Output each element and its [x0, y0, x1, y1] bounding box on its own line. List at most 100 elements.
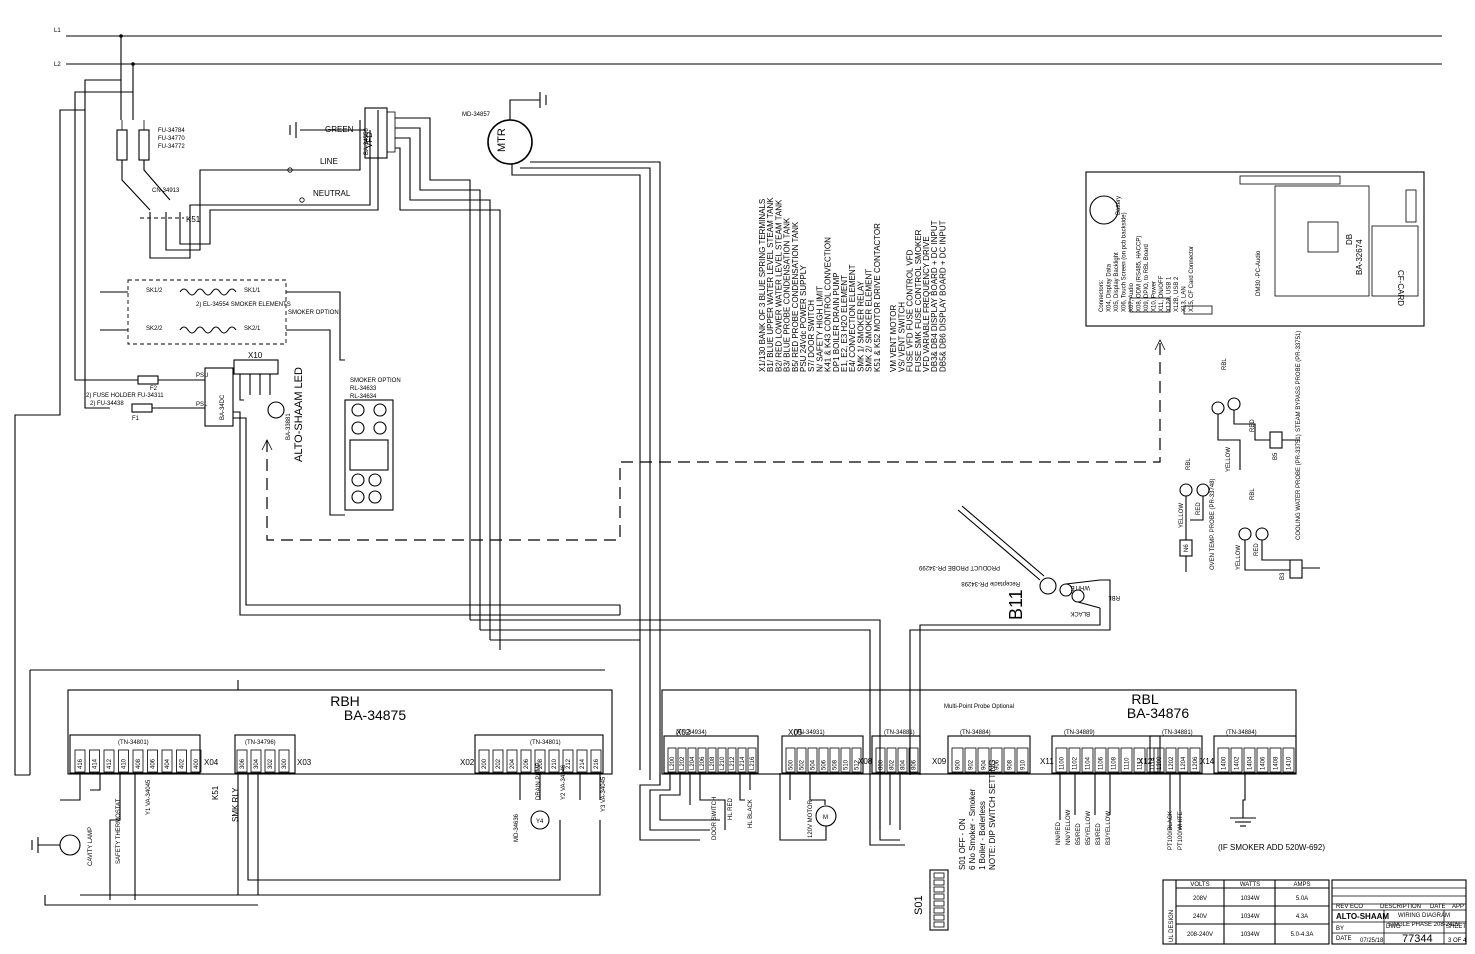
pin-label: 804: [901, 759, 907, 770]
fuse-part-label: 2) FU-34438: [90, 401, 124, 407]
ratings-cell: 1034W: [1240, 896, 1259, 902]
legend-line: DB3& DB4 DISPLAY BOARD + DC INPUT: [930, 220, 939, 372]
legend-line: X1/130 BANK OF 3 BLUE SPRING TERMINALS: [758, 199, 767, 372]
rbl-conn-part: (TN-34884): [1226, 730, 1257, 736]
steam-rbl: RBL: [1222, 358, 1228, 370]
motor-part: MD-34857: [462, 112, 491, 118]
connector-item: X10, Power: [1152, 281, 1158, 312]
x11-wire-label: B3/YELLOW: [1106, 811, 1112, 845]
rbl-part: BA-34876: [1127, 705, 1189, 721]
contactor-part: CN-34913: [152, 188, 180, 194]
legend-line: N/ SAFETY HIGH LIMIT: [815, 286, 824, 372]
pin-label: L212: [730, 756, 736, 770]
pin-label: 1108: [1112, 756, 1118, 770]
pin-label: 902: [969, 759, 975, 770]
psu-label: PSU: [196, 373, 208, 379]
x11-wire-label: NN/RED: [1056, 821, 1062, 845]
pin-label: 214: [580, 758, 586, 769]
legend-line: FUSE VFD FUSE CONTROL VFD: [906, 249, 915, 372]
smoker-relay-part-2: RL-34634: [350, 394, 377, 400]
x12-wire-label: PT100/BLACK: [1168, 811, 1174, 850]
pin-label: 1404: [1248, 756, 1254, 770]
pin-label: 404: [165, 758, 171, 769]
pin-label: 408: [136, 758, 142, 769]
title-date: 07/25/18: [1360, 938, 1384, 944]
drain-pump-label: DRAIN PUMP: [536, 762, 542, 800]
title-field-label: BY: [1336, 926, 1344, 932]
connector-item: X11, ON/OFF: [1159, 275, 1165, 312]
legend-line: E1, E2, E3 H2O ELEMENT: [840, 275, 849, 372]
y1-label: Y1 VA-34045: [146, 779, 152, 815]
vfd-label: VFD: [365, 132, 374, 148]
pin-label: 1204: [1181, 756, 1187, 770]
s01-note: S01 OFF - ON: [958, 818, 967, 870]
y3-label: Y3 VA-34045: [601, 776, 607, 812]
display-cable: [261, 339, 1166, 541]
hl-black-label: HL BLACK: [748, 799, 754, 828]
ratings-cell: 208V: [1193, 896, 1207, 902]
contactor-label: K51: [186, 215, 201, 224]
rbh-x02: X02: [460, 758, 475, 767]
pin-label: 412: [107, 758, 113, 769]
line-wire-label: LINE: [320, 157, 338, 166]
probes: YELLOW RED B5 STEAM BYPASS PROBE (PR-337…: [1179, 331, 1320, 580]
pin-label: 806: [912, 759, 918, 770]
smk-rly-label: SMK RLY: [231, 787, 240, 822]
rbh-x04: X04: [204, 758, 219, 767]
fuse-part-1: FU-34784: [158, 128, 185, 134]
sk-label-1: SK1/2: [146, 288, 163, 294]
pin-label: L206: [700, 756, 706, 770]
pin-label: 1402: [1235, 756, 1241, 770]
pin-label: L214: [740, 756, 746, 770]
title-field-label: DATE: [1336, 936, 1352, 942]
oven-n6: N6: [1184, 544, 1190, 552]
rbl-board: RBL BA-34876 Multi-Point Probe Optional …: [661, 689, 1297, 775]
pin-label: L200: [670, 756, 676, 770]
smoker-add-note: (IF SMOKER ADD 520W-692): [1218, 843, 1325, 852]
pin-label: 502: [800, 759, 806, 770]
pin-label: 500: [789, 759, 795, 770]
legend-line: VM VENT MOTOR: [889, 305, 898, 372]
legend-line: K41 & K43 CONTROL CONVECTION: [824, 237, 833, 372]
s01-note: NOTE: DIP SWITCH SETTING: [988, 759, 997, 870]
pin-label: 1110: [1125, 757, 1131, 770]
pin-label: 300: [282, 758, 288, 769]
smoker-option-label: SMOKER OPTION: [288, 310, 339, 316]
pin-label: 212: [566, 758, 572, 769]
x11-wire-label: B3/RED: [1096, 823, 1102, 845]
cooling-water-label: COOLING WATER PROBE (PR-33751): [1296, 434, 1302, 540]
green-wire-label: GREEN: [325, 125, 354, 134]
legend-line: B5/ RED PROBE CONDENSATION TANK: [791, 221, 800, 372]
fuse-f1: F1: [132, 416, 140, 422]
connector-item: X12B, USB 2: [1174, 276, 1180, 312]
pin-label: 1100: [1060, 756, 1066, 770]
ratings-cell: 5.0A: [1296, 896, 1308, 902]
connector-item: X05, Display Backlight: [1114, 252, 1120, 312]
rbl-conn-part: (TN-34931): [794, 730, 825, 736]
b11-label: B11: [1006, 589, 1026, 620]
psu-block: 2) FUSE HOLDER FU-34311 2) FU-34438 F2 F…: [86, 351, 620, 616]
steam-b5: B5: [1273, 452, 1279, 460]
cool-rbl: RBL: [1250, 488, 1256, 500]
door-switch-label: DOOR SWITCH: [712, 797, 718, 840]
pin-label: L204: [690, 756, 696, 770]
sk-label-2: SK1/1: [244, 288, 261, 294]
pin-label: L208: [710, 756, 716, 770]
pin-label: 504: [811, 759, 817, 770]
connector-item: X13, LAN: [1182, 286, 1188, 312]
legend-line: K51 & K52 MOTOR DRIVE CONTACTOR: [873, 223, 882, 372]
title-col: DESCRIPTION: [1380, 904, 1421, 910]
pin-label: 1112: [1138, 757, 1144, 770]
fuse-part-2: FU-34770: [158, 136, 185, 142]
oven-yellow: YELLOW: [1179, 503, 1185, 528]
title-label: WIRING DIAGRAM: [1398, 913, 1450, 919]
rbl-x-label: X08: [858, 757, 873, 766]
vent-motor-m: M: [823, 815, 828, 821]
psu-part: BA-34DC: [220, 394, 226, 420]
motor: MTR MD-34857: [462, 92, 661, 785]
pin-label: 406: [151, 758, 157, 769]
connector-item: X04, Display Data: [1107, 263, 1113, 312]
pin-label: 1104: [1086, 756, 1092, 770]
